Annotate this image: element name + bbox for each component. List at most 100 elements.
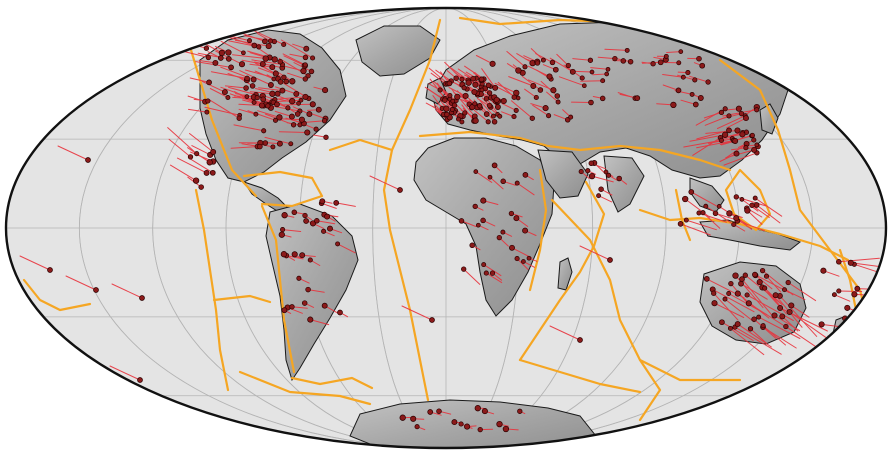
gnss-station-marker [568, 114, 574, 120]
gnss-station-marker [521, 259, 526, 264]
gnss-station-marker [680, 74, 686, 80]
gnss-station-marker [603, 169, 609, 175]
velocity-vector [191, 145, 211, 156]
velocity-vector [762, 325, 786, 346]
gnss-station-marker [458, 421, 464, 427]
gnss-station-marker [472, 81, 479, 88]
gnss-station-marker [526, 255, 532, 261]
velocity-vector [685, 219, 717, 231]
velocity-vector [475, 171, 493, 183]
gnss-station-marker [205, 98, 211, 104]
gnss-station-marker [739, 197, 745, 202]
gnss-station-marker [752, 195, 758, 201]
gnss-station-marker [515, 67, 522, 74]
gnss-station-marker [712, 210, 719, 217]
gnss-station-marker [732, 138, 739, 144]
gnss-station-marker [855, 347, 861, 353]
carlsberg-ridge [518, 180, 606, 362]
gnss-station-marker [307, 316, 314, 323]
velocity-vector [741, 278, 775, 318]
gnss-station-marker [854, 314, 861, 321]
gnss-station-marker [481, 408, 488, 415]
gnss-station-marker [289, 98, 296, 105]
velocity-vector [428, 67, 449, 85]
gnss-station-marker [228, 64, 234, 71]
gnss-station-marker [496, 234, 502, 241]
gnss-station-marker [462, 110, 468, 116]
velocity-vector [111, 283, 143, 299]
gnss-station-marker [493, 96, 500, 103]
velocity-vector [737, 323, 772, 348]
gnss-station-marker [785, 279, 791, 286]
gnss-station-marker [511, 114, 517, 120]
velocity-vector [740, 283, 768, 300]
gnss-station-marker [731, 221, 737, 228]
gnss-station-marker [299, 252, 306, 259]
gnss-station-marker [436, 408, 442, 414]
velocity-vector [556, 53, 569, 66]
gnss-station-marker [579, 75, 585, 81]
gnss-station-marker [437, 87, 443, 93]
velocity-vector [463, 268, 481, 285]
velocity-vector [546, 91, 559, 103]
velocity-vector [304, 120, 326, 123]
gnss-station-marker [751, 316, 757, 322]
gnss-station-marker [446, 80, 453, 87]
velocity-vector [497, 81, 515, 98]
gnss-station-marker [309, 101, 316, 108]
gnss-station-marker [738, 110, 745, 117]
velocity-vector [690, 191, 719, 208]
velocity-vector [241, 59, 264, 65]
velocity-vector [501, 102, 517, 111]
gnss-station-marker [739, 276, 745, 282]
velocity-vector [838, 257, 880, 263]
gnss-station-marker [279, 87, 286, 94]
gnss-station-marker [703, 203, 709, 209]
velocity-vector [705, 205, 733, 225]
velocity-vector [167, 127, 198, 155]
velocity-vector [494, 82, 517, 94]
gnss-station-marker [494, 104, 501, 110]
velocity-vector [247, 110, 276, 121]
velocity-vector [210, 71, 248, 79]
gnss-station-marker [262, 38, 268, 45]
gnss-station-marker [836, 288, 842, 294]
gnss-station-marker [733, 215, 740, 222]
gnss-station-marker [272, 70, 279, 77]
gnss-station-marker [550, 87, 557, 94]
velocity-vector [189, 133, 214, 153]
gnss-station-marker [472, 117, 479, 124]
velocity-vector [271, 99, 302, 103]
gnss-station-marker [323, 134, 329, 140]
gnss-station-marker [734, 290, 741, 297]
gnss-station-marker [472, 101, 478, 107]
east-african-rift [528, 168, 548, 292]
velocity-vector [280, 39, 314, 59]
velocity-vector [754, 197, 783, 217]
gnss-station-marker [319, 198, 326, 205]
gnss-station-marker [481, 262, 487, 268]
gnss-station-marker [599, 95, 606, 102]
gnss-station-marker [429, 317, 435, 323]
velocity-vector [238, 108, 257, 115]
velocity-vector [220, 40, 244, 54]
map-frame [4, 6, 888, 450]
gnss-station-marker [522, 172, 529, 178]
gnss-station-marker [522, 64, 528, 70]
velocity-vector [230, 146, 258, 149]
velocity-vector [750, 328, 768, 345]
gnss-station-marker [756, 314, 762, 320]
gnss-station-marker [256, 44, 262, 50]
gnss-station-marker [486, 102, 493, 109]
gnss-station-marker [225, 49, 232, 56]
gnss-station-marker [262, 55, 269, 62]
velocity-vector [283, 55, 306, 67]
velocity-vector [590, 67, 609, 70]
gnss-station-marker [788, 302, 795, 309]
gnss-station-marker [462, 92, 469, 99]
velocity-vector [666, 51, 682, 53]
gnss-station-marker [759, 267, 766, 274]
gnss-station-marker [683, 217, 689, 223]
gnss-station-marker [289, 78, 296, 85]
gnss-station-marker [783, 323, 789, 330]
